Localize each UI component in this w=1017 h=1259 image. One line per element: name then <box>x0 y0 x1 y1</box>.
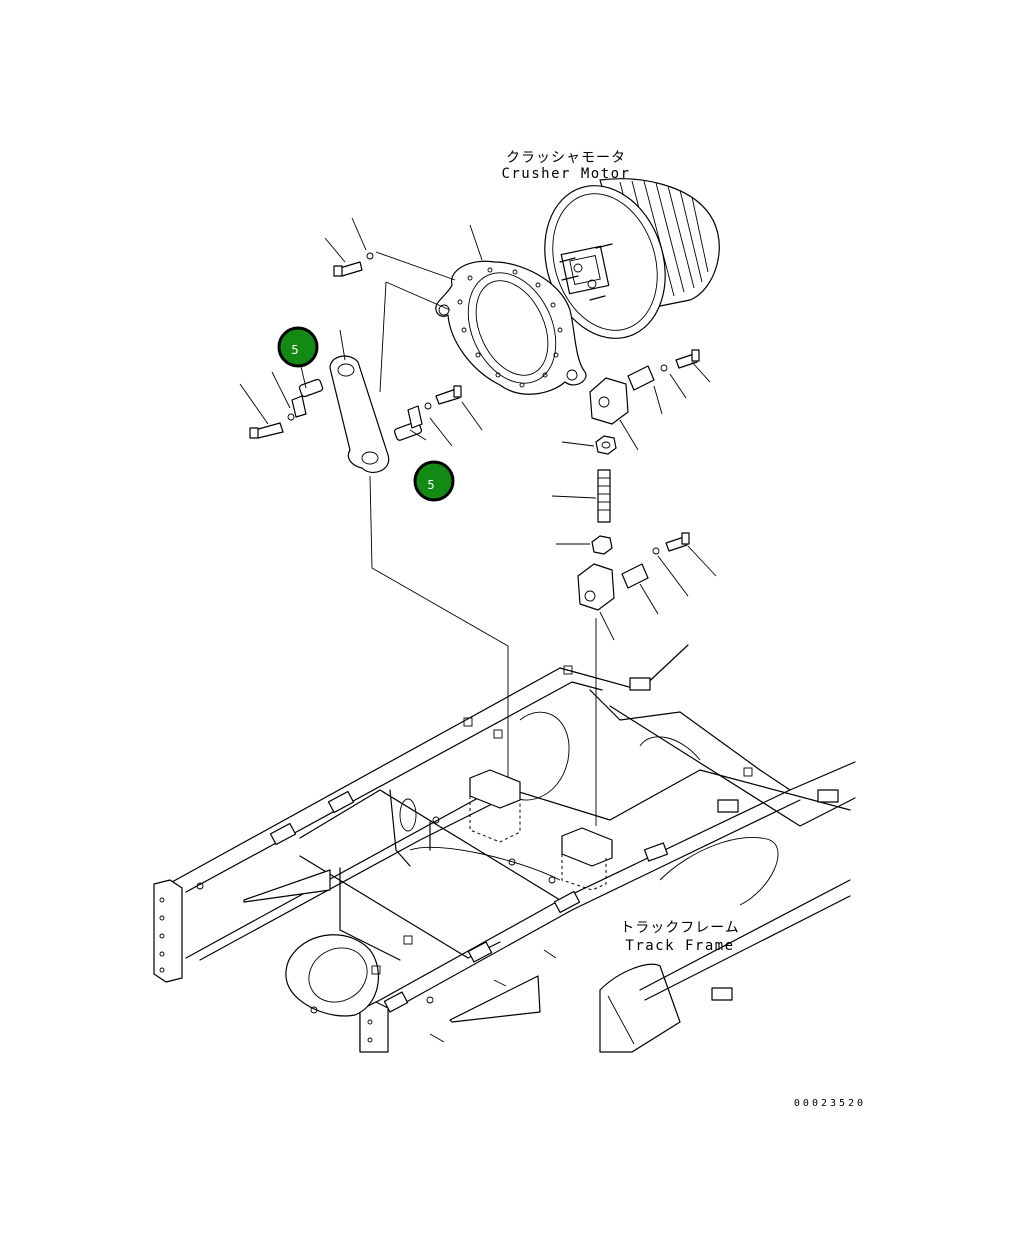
leader-lines <box>239 217 717 826</box>
crusher-motor-label-jp: クラッシャモータ <box>506 150 626 166</box>
callout-5-lower-text: 5 <box>427 478 434 492</box>
callout-5-lower-circle <box>413 460 455 502</box>
track-frame-label-jp: トラックフレーム <box>620 920 740 936</box>
crusher-motor-label-en: Crusher Motor <box>501 166 630 182</box>
callout-5-upper[interactable]: 5 <box>277 326 319 368</box>
link-assembly <box>249 252 462 473</box>
drawing-number: 00023520 <box>794 1098 866 1109</box>
callout-5-lower[interactable]: 5 <box>413 460 455 502</box>
mounting-plate <box>435 260 587 395</box>
bracket-stack <box>577 349 700 611</box>
track-frame <box>153 644 856 1053</box>
crusher-motor <box>544 178 720 339</box>
callout-5-upper-circle <box>277 326 319 368</box>
track-frame-label-en: Track Frame <box>625 938 734 954</box>
callout-5-upper-text: 5 <box>291 343 298 357</box>
